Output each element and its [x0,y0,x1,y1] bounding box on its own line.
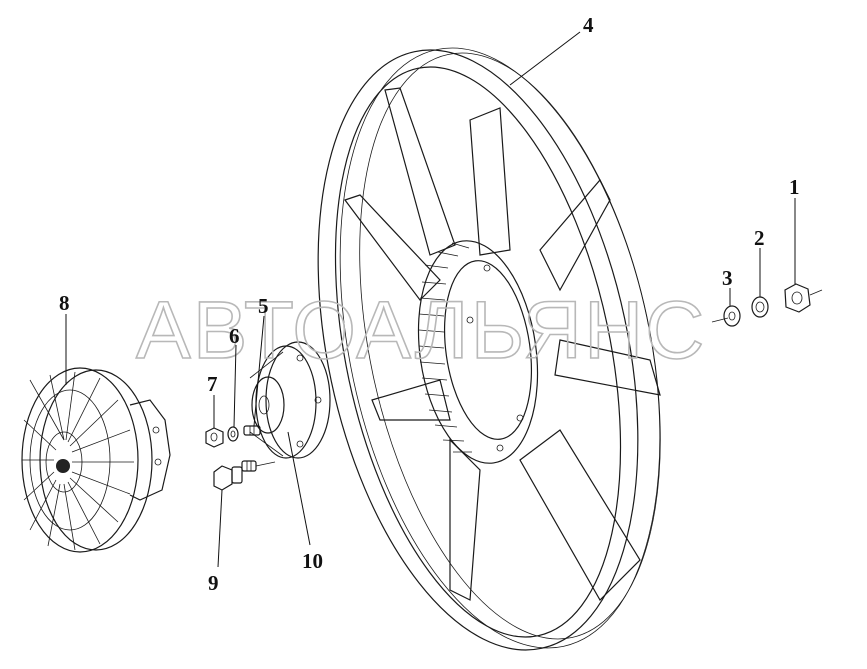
stud [243,425,261,436]
watermark-text: АВТОАЛЬЯНС [136,285,706,376]
washer-small [227,426,239,442]
nut-small [205,427,224,448]
fan-shroud-outer [317,49,639,651]
callout-9: 9 [208,571,219,595]
adapter-flange [265,341,331,459]
adapter-boss [251,376,285,434]
callout-7: 7 [207,372,218,396]
clutch-cooling-fins [22,371,134,551]
callout-6: 6 [229,324,240,348]
fan-blades [344,87,661,601]
fan-hub-outer [417,240,539,464]
callout-8: 8 [59,291,70,315]
fan-hub-inner [443,260,533,440]
nut-right [784,283,823,313]
fan-hub-fins [418,242,472,453]
fan-assembly [317,47,661,651]
fan-shroud-inner [334,66,622,638]
clutch-center-bolt [56,459,70,473]
callout-2: 2 [754,226,765,250]
hub-adapter [249,341,331,459]
callout-5: 5 [258,294,269,318]
fan-clutch [21,367,171,553]
clutch-flange [129,399,171,501]
leader-lines [65,31,796,568]
callout-1: 1 [789,175,800,199]
callout-10: 10 [302,549,323,573]
lock-washer [751,296,769,318]
bolt [213,460,276,491]
washer-right [723,305,741,327]
callout-4: 4 [583,13,594,37]
callout-3: 3 [722,266,733,290]
